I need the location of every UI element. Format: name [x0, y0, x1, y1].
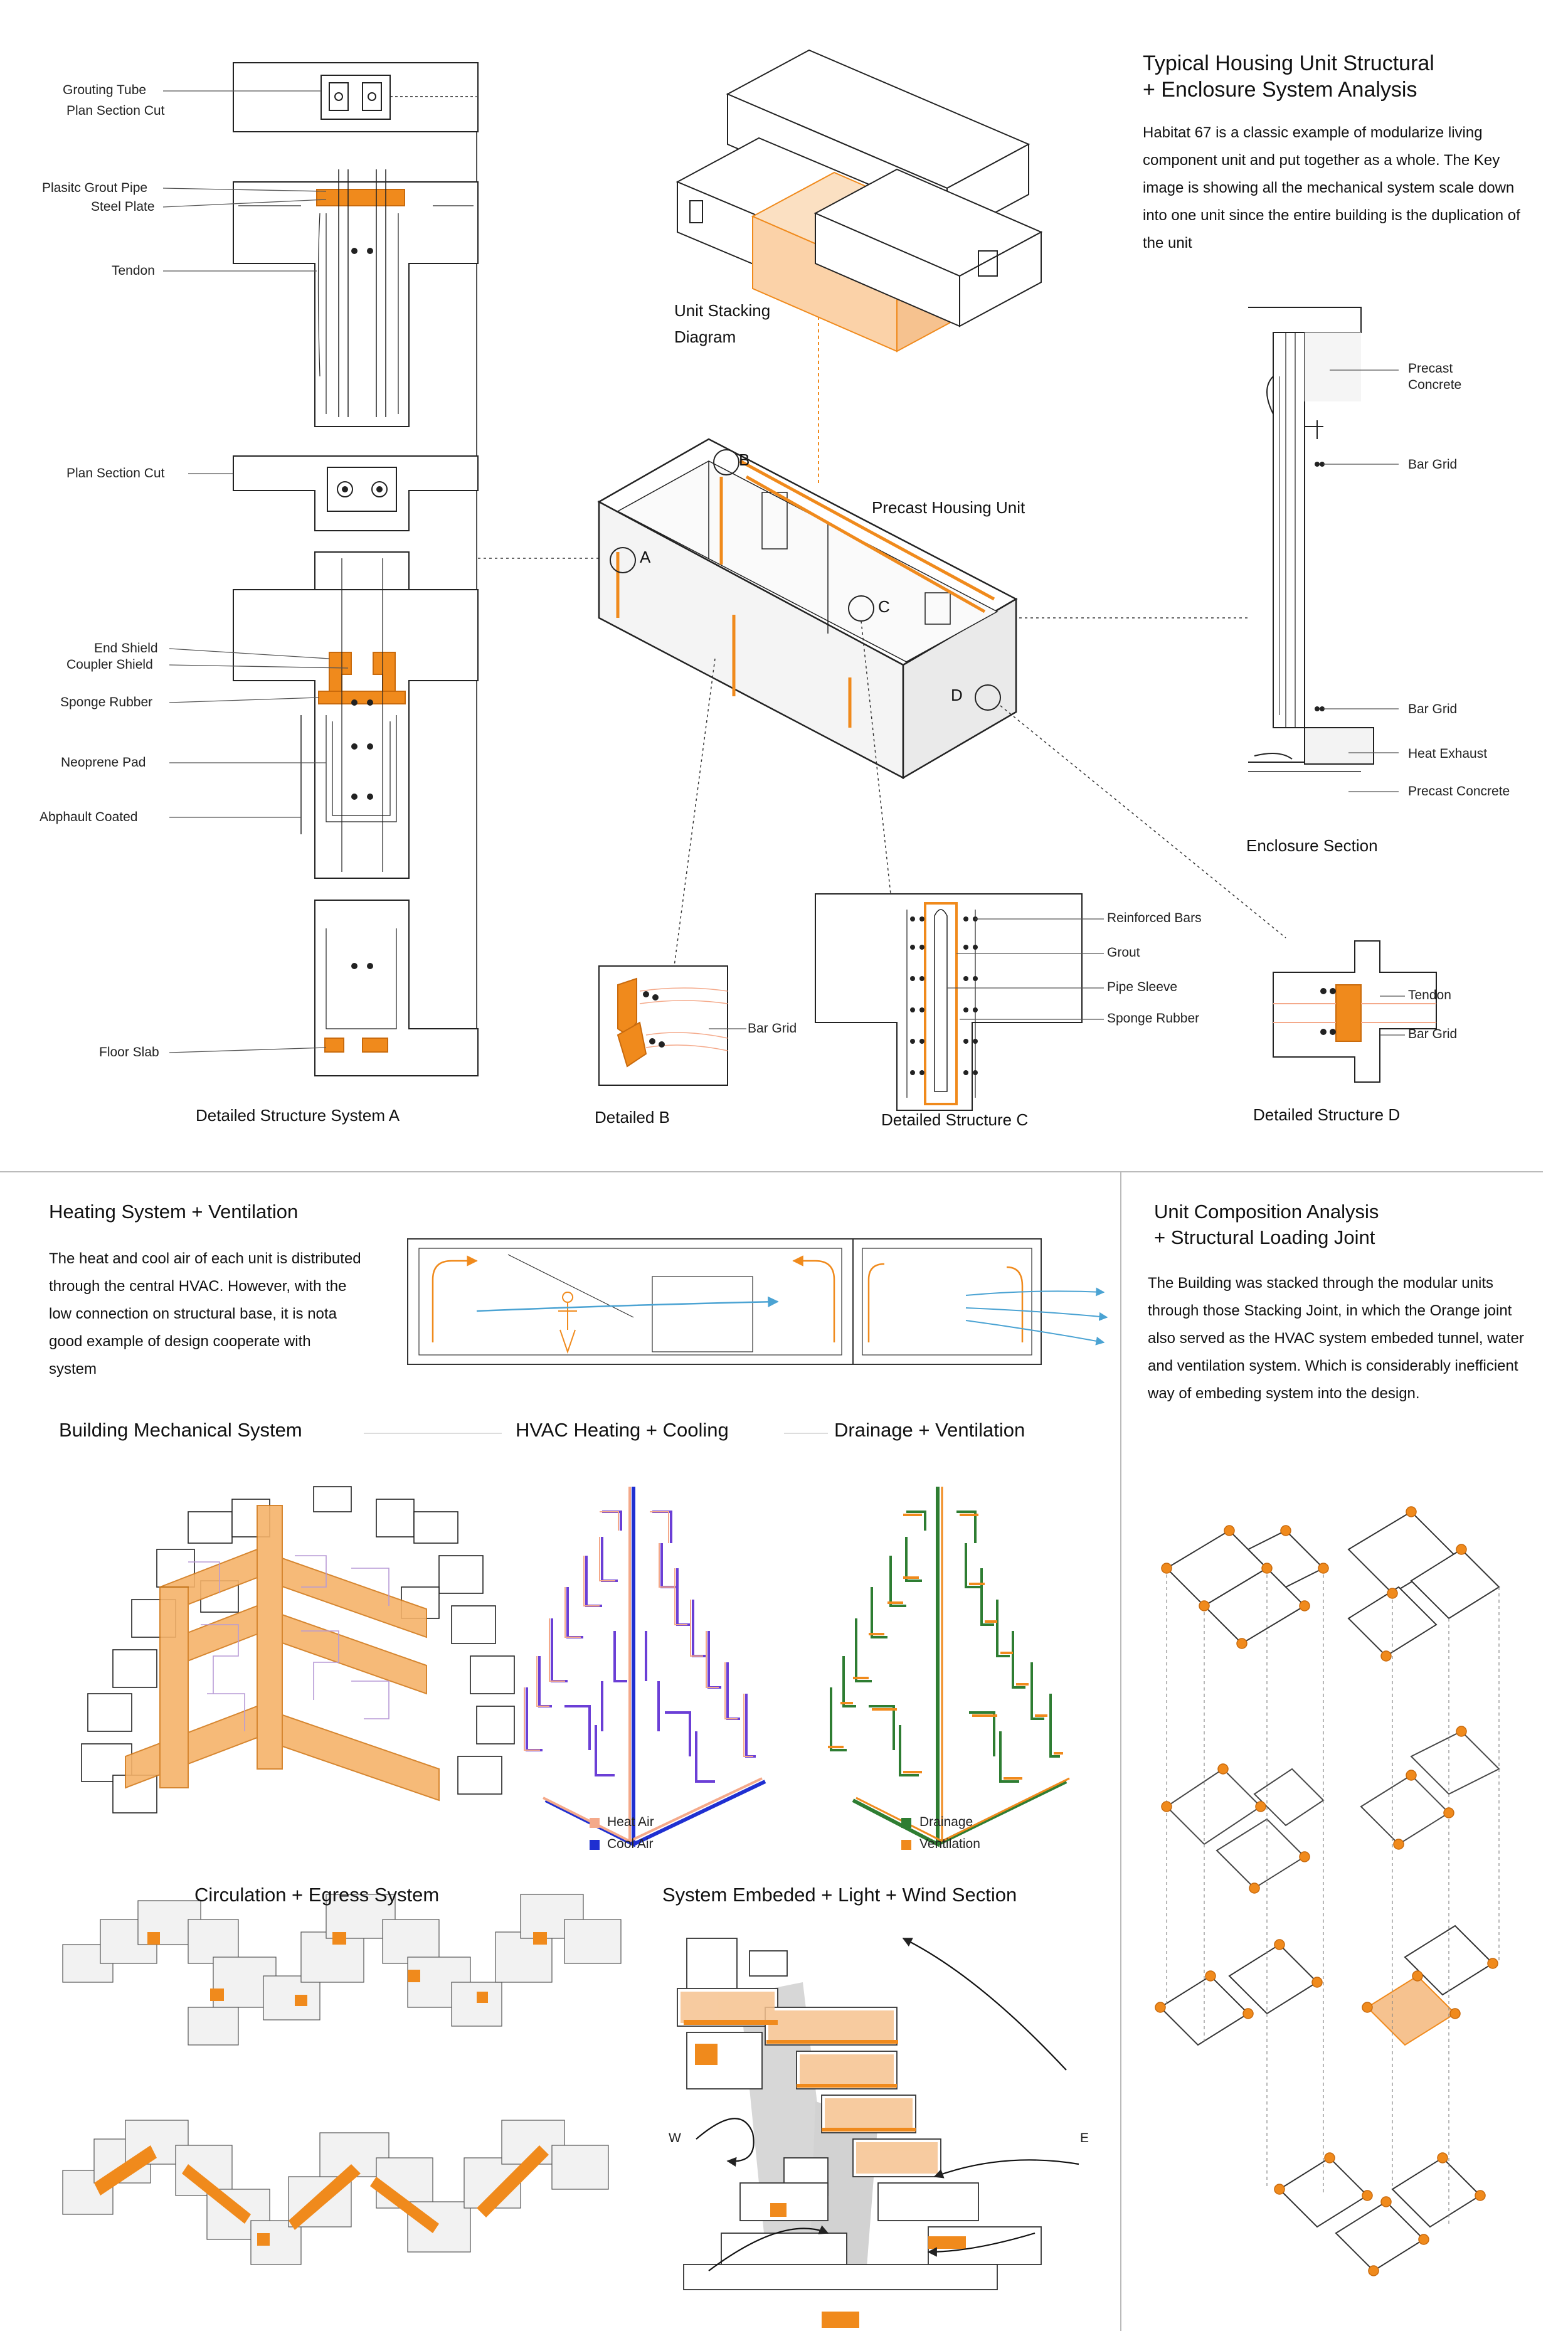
legend-heat-swatch [590, 1818, 600, 1828]
circulation-plan-2 [62, 2120, 609, 2265]
heating-title: Heating System + Ventilation [49, 1201, 299, 1223]
caption-detail-d: Detailed Structure D [1253, 1105, 1401, 1124]
label-precast-concrete-1: Precast [1408, 361, 1453, 376]
detail-c [815, 893, 1083, 1111]
label-plan-section-cut-1: Plan Section Cut [66, 104, 165, 118]
unit-stacking-label-1: Unit Stacking [674, 301, 771, 320]
precast-unit-label: Precast Housing Unit [872, 498, 1025, 517]
label-precast-concrete-2: Precast Concrete [1408, 784, 1510, 799]
legend-drainage: Drainage [919, 1815, 973, 1829]
label-asphalt-coated: Abphault Coated [40, 810, 138, 824]
label-neoprene-pad: Neoprene Pad [61, 755, 146, 770]
caption-enclosure: Enclosure Section [1246, 836, 1378, 855]
system-a-drawings [233, 62, 479, 1076]
composition-row-2 [1165, 1730, 1500, 1889]
main-title-line1: Typical Housing Unit Structural [1143, 51, 1434, 75]
composition-title-line2: + Structural Loading Joint [1154, 1226, 1375, 1248]
composition-dashed-links [1166, 1568, 1500, 2227]
composition-row-3 [1159, 1925, 1494, 2046]
label-grout: Grout [1107, 945, 1140, 960]
intro-paragraph: Habitat 67 is a classic example of modul… [1143, 124, 1520, 252]
caption-system-a: Detailed Structure System A [196, 1106, 400, 1125]
section-east-label: E [1080, 2131, 1089, 2145]
label-sponge-rubber-a: Sponge Rubber [60, 695, 153, 709]
legend-vent-swatch [901, 1840, 911, 1850]
detail-d [1273, 940, 1437, 1083]
label-sponge-rubber-c: Sponge Rubber [1107, 1011, 1200, 1026]
legend-ventilation: Ventilation [919, 1837, 980, 1851]
label-plan-section-cut-2: Plan Section Cut [66, 466, 165, 481]
section-title: System Embeded + Light + Wind Section [662, 1884, 1017, 1906]
hvac-title: HVAC Heating + Cooling [516, 1419, 729, 1441]
drainage-title: Drainage + Ventilation [834, 1419, 1025, 1441]
label-coupler-shield: Coupler Shield [66, 657, 153, 672]
composition-joints [1155, 1506, 1498, 2276]
label-pipe-sleeve: Pipe Sleeve [1107, 980, 1178, 994]
main-title-line2: + Enclosure System Analysis [1143, 78, 1417, 102]
circulation-title: Circulation + Egress System [194, 1884, 440, 1906]
legend-cool-air: Cool Air [607, 1837, 654, 1851]
label-bar-grid-b: Bar Grid [748, 1021, 797, 1036]
unit-stacking-diagram [675, 49, 1043, 353]
unit-stacking-label-2: Diagram [674, 327, 736, 346]
marker-a: A [640, 548, 651, 566]
legend-cool-swatch [590, 1840, 600, 1850]
section-west-label: W [669, 2131, 681, 2145]
label-bar-grid-d: Bar Grid [1408, 1027, 1458, 1041]
label-bar-grid-enc-2: Bar Grid [1408, 702, 1458, 716]
building-mech-title: Building Mechanical System [59, 1419, 302, 1441]
circulation-plan-1 [62, 1894, 622, 2046]
label-tendon-a: Tendon [112, 263, 155, 278]
label-bar-grid-enc-1: Bar Grid [1408, 457, 1458, 472]
label-reinforced-bars: Reinforced Bars [1107, 911, 1202, 925]
composition-paragraph: The Building was stacked through the mod… [1148, 1275, 1524, 1402]
legend-heat-air: Heat Air [607, 1815, 654, 1829]
label-grouting-tube: Grouting Tube [63, 83, 147, 97]
heating-airflow [432, 1255, 1108, 1346]
label-steel-plate: Steel Plate [91, 199, 155, 214]
composition-row-4 [1278, 2157, 1481, 2272]
precast-unit-orange-system [616, 459, 995, 728]
composition-row-1 [1165, 1511, 1500, 1657]
label-floor-slab: Floor Slab [99, 1045, 159, 1059]
label-heat-exhaust: Heat Exhaust [1408, 746, 1488, 761]
light-wind-section [677, 1938, 1079, 2328]
detail-c-bars [910, 916, 978, 1075]
composition-title-line1: Unit Composition Analysis [1154, 1201, 1379, 1223]
detail-b [598, 965, 728, 1086]
marker-b: B [739, 450, 750, 469]
precast-housing-unit [597, 438, 1018, 780]
enclosure-section [1248, 307, 1374, 772]
drainage-tree [828, 1487, 1070, 1847]
label-plastic-grout-pipe: Plasitc Grout Pipe [42, 181, 148, 195]
label-tendon-d: Tendon [1408, 988, 1451, 1002]
marker-d: D [951, 686, 963, 704]
unit-composition-drawing [1159, 1511, 1500, 2272]
label-end-shield: End Shield [94, 641, 158, 656]
heating-section [407, 1238, 1042, 1365]
caption-detail-b: Detailed B [595, 1108, 670, 1127]
heating-paragraph: The heat and cool air of each unit is di… [49, 1250, 361, 1378]
label-precast-concrete-1b: Concrete [1408, 378, 1462, 392]
marker-c: C [878, 597, 890, 616]
building-mechanical-drawing [81, 1486, 515, 1813]
legend-drain-swatch [901, 1818, 911, 1828]
caption-detail-c: Detailed Structure C [881, 1110, 1029, 1129]
hvac-tree [524, 1487, 766, 1847]
